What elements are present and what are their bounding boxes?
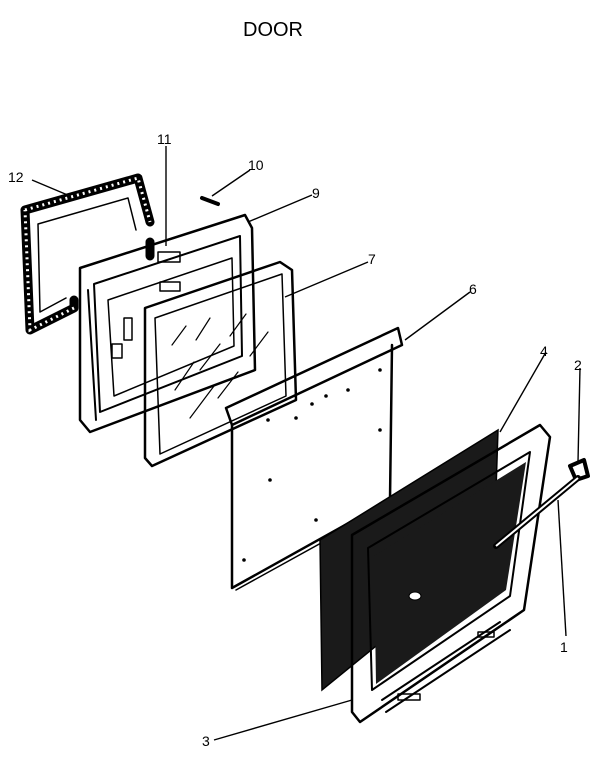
callout-3: 3	[202, 733, 210, 749]
part-12-gasket	[20, 173, 155, 335]
part-1-handle	[493, 475, 581, 549]
part-11-inner-liner	[78, 213, 257, 434]
diagram-title: DOOR	[243, 19, 303, 41]
leader-lines	[31, 146, 581, 741]
callout-7: 7	[368, 251, 376, 267]
part-2-handle-end	[568, 458, 590, 482]
callout-1: 1	[560, 639, 568, 655]
callout-9: 9	[312, 185, 320, 201]
part-3-outer-frame	[350, 423, 552, 724]
callout-12: 12	[8, 169, 24, 185]
callout-4: 4	[540, 343, 548, 359]
callout-10: 10	[248, 157, 264, 173]
callout-2: 2	[574, 357, 582, 373]
callout-6: 6	[469, 281, 477, 297]
part-7-glass-panel	[143, 260, 298, 468]
part-10-screw	[200, 196, 220, 206]
callout-11: 11	[157, 131, 172, 147]
